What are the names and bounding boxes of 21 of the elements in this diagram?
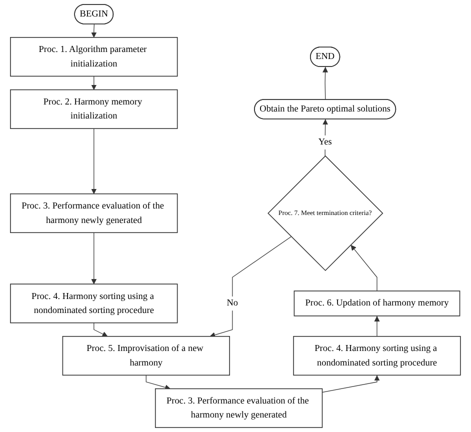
arrow	[350, 244, 378, 292]
node-box: Proc. 4. Harmony sorting using a nondominated sorting procedure	[10, 284, 178, 324]
arrow	[91, 128, 97, 194]
arrow	[322, 374, 380, 393]
arrow	[91, 24, 97, 38]
node-box: Proc. 3. Performance evaluation of the harmony newly generated	[155, 388, 323, 428]
node-box: Proc. 5. Improvisation of a new harmony	[62, 336, 230, 376]
arrow	[322, 66, 328, 100]
node-box: Proc. 4. Harmony sorting using a nondominated sorting procedure	[293, 336, 461, 376]
edge-label: No	[226, 298, 238, 308]
arrow	[94, 322, 108, 337]
arrow	[210, 236, 292, 338]
arrow	[91, 76, 97, 90]
node-box: Proc. 2. Harmony memory initialization	[10, 89, 178, 129]
arrow	[374, 316, 380, 337]
node-box: Proc. 1. Algorithm parameter initialization	[10, 37, 178, 77]
arrow	[146, 374, 170, 390]
node-box: Proc. 3. Performance evaluation of the harmony newly generated	[10, 193, 178, 234]
node-box: Proc. 6. Updation of harmony memory	[294, 290, 460, 316]
edge-label: Yes	[318, 137, 332, 148]
arrow	[91, 232, 97, 284]
